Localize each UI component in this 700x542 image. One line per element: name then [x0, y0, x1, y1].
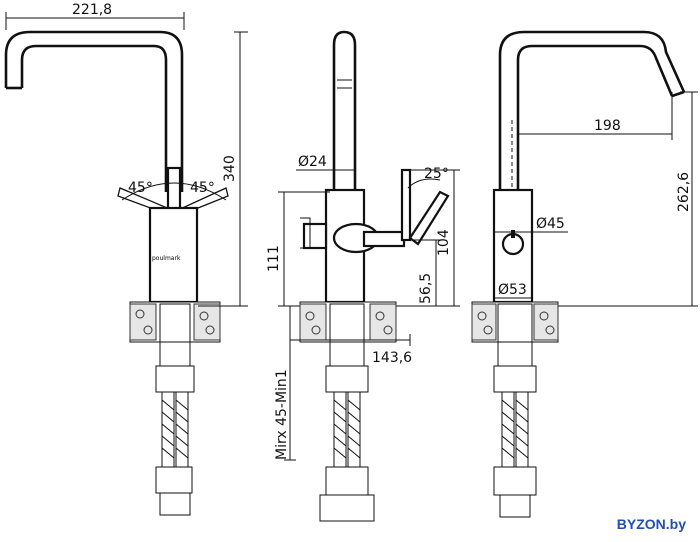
- dim-rear-reach: 198: [594, 118, 621, 134]
- dim-side-depth: 143,6: [372, 350, 412, 366]
- dim-side-angle: 25°: [424, 166, 449, 182]
- dim-angle-left: 45°: [128, 180, 153, 196]
- dim-side-mount: Mirx 45-Min1: [274, 369, 290, 460]
- dim-side-height-right: 104: [436, 229, 452, 256]
- dim-angle-right: 45°: [190, 180, 215, 196]
- front-countertop: [129, 303, 221, 341]
- dim-front-width: 221,8: [72, 2, 112, 18]
- rear-view: 198 262,6 Ø45 Ø53: [471, 30, 698, 518]
- dim-side-spout-diameter: Ø24: [298, 154, 327, 170]
- watermark-text: BYZON.by: [616, 516, 686, 532]
- dim-side-small: 56,5: [418, 273, 434, 304]
- side-view: 25° Ø24 111 104 56,5 143,6 Mirx 45-Min1: [266, 30, 460, 522]
- dim-rear-diameter-top: Ø45: [536, 216, 565, 232]
- front-brand-label: poulmark: [152, 255, 181, 262]
- dim-side-height-left: 111: [266, 245, 282, 272]
- side-countertop: [299, 303, 397, 341]
- dim-rear-diameter-base: Ø53: [498, 282, 527, 298]
- dim-rear-height: 262,6: [676, 172, 692, 212]
- dim-front-height: 340: [222, 155, 238, 182]
- rear-countertop: [471, 303, 559, 341]
- front-view: poulmark 45° 45° 221,8 340: [4, 2, 248, 516]
